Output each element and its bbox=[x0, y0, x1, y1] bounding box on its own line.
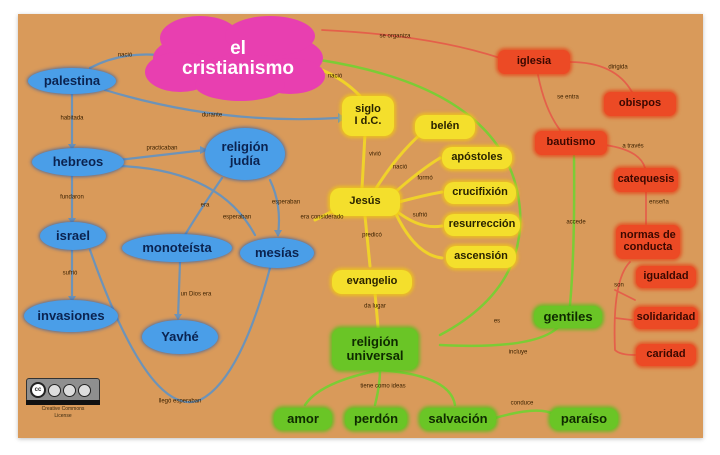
cc-icon: cc bbox=[30, 382, 46, 398]
node-paraiso: paraíso bbox=[550, 408, 618, 430]
node-salvacion: salvación bbox=[420, 408, 496, 430]
edge-label: predicó bbox=[362, 232, 382, 239]
edge-label: era bbox=[200, 202, 210, 209]
edge-israel-mesias bbox=[88, 248, 272, 404]
node-evangelio: evangelio bbox=[332, 270, 412, 294]
edge-label: fundaron bbox=[60, 194, 84, 201]
edge-label: conduce bbox=[510, 400, 534, 407]
creative-commons-badge[interactable]: cc bbox=[26, 378, 100, 402]
node-monoteista: monoteísta bbox=[122, 234, 232, 262]
edge-palestina-siglo bbox=[103, 88, 340, 121]
node-israel: israel bbox=[40, 222, 106, 250]
node-caridad: caridad bbox=[636, 344, 696, 366]
edge-hebreos-mesias bbox=[118, 164, 257, 237]
node-igualdad: igualdad bbox=[636, 266, 696, 288]
node-hebreos: hebreos bbox=[32, 148, 124, 176]
node-obispos: obispos bbox=[604, 92, 676, 116]
edge-judia-monoteista bbox=[183, 176, 224, 237]
edge-label: vivió bbox=[368, 151, 382, 158]
node-palestina: palestina bbox=[28, 68, 116, 94]
edge-label: accede bbox=[566, 219, 586, 226]
node-invasiones: invasiones bbox=[24, 300, 118, 332]
edge-label: nació bbox=[392, 164, 408, 171]
edge-label: nació bbox=[327, 73, 343, 80]
edge-label: llegó esperaban bbox=[158, 398, 202, 405]
edge-hebreos-judia bbox=[116, 148, 207, 162]
node-belen: belén bbox=[415, 115, 475, 139]
edge-label: era considerado bbox=[300, 214, 344, 221]
edge-label: un Dios era bbox=[180, 291, 212, 298]
edge-label: tiene como ideas bbox=[360, 383, 406, 390]
node-apostoles: apóstoles bbox=[442, 147, 512, 169]
noncommercial-icon bbox=[63, 383, 76, 397]
node-amor: amor bbox=[274, 408, 332, 430]
edge-label: son bbox=[614, 282, 624, 289]
edge-monoteista-yavhe bbox=[176, 260, 182, 320]
edge-label: esperaban bbox=[222, 214, 252, 221]
edge-central-palestina bbox=[88, 53, 160, 70]
by-attribution-icon bbox=[48, 383, 61, 397]
node-iglesia: iglesia bbox=[498, 50, 570, 74]
node-ascension: ascensión bbox=[446, 246, 516, 268]
node-perdon: perdón bbox=[345, 408, 407, 430]
edge-label: dirigida bbox=[608, 64, 628, 71]
edge-label: a través bbox=[622, 143, 644, 150]
node-catequesis: catequesis bbox=[614, 168, 678, 192]
cc-license-bar bbox=[26, 400, 100, 405]
node-mesias: mesías bbox=[240, 238, 314, 268]
sharealike-icon bbox=[78, 383, 91, 397]
node-resurreccion: resurrección bbox=[444, 214, 520, 236]
edge-label: sufrió bbox=[412, 212, 428, 219]
node-bautismo: bautismo bbox=[535, 131, 607, 155]
node-crucifixion: crucifixión bbox=[444, 182, 516, 204]
edge-label: nació bbox=[117, 52, 133, 59]
edge-label: esperaban bbox=[271, 199, 301, 206]
edge-label: practicaban bbox=[146, 145, 178, 152]
cc-license-text: Creative Commons License bbox=[41, 406, 85, 419]
node-yavhe: Yavhé bbox=[142, 320, 218, 354]
node-religion-universal: religión universal bbox=[332, 328, 418, 370]
edge-label: se organiza bbox=[379, 33, 411, 40]
node-gentiles: gentiles bbox=[534, 306, 602, 328]
edge-judia-mesias bbox=[268, 178, 281, 237]
node-el-cristianismo: el cristianismo bbox=[182, 38, 294, 79]
edge-label: habitada bbox=[60, 115, 84, 122]
node-solidaridad: solidaridad bbox=[634, 307, 698, 329]
edge-label: durante bbox=[201, 112, 223, 119]
node-jesus: Jesús bbox=[330, 188, 400, 216]
edge-label: se entra bbox=[557, 94, 579, 101]
node-religion-judia: religión judía bbox=[205, 128, 285, 180]
edge-label: enseña bbox=[649, 199, 669, 206]
central-cloud bbox=[145, 16, 325, 101]
edge-label: incluye bbox=[508, 349, 528, 356]
node-siglo-i: siglo I d.C. bbox=[342, 96, 394, 136]
edge-label: formó bbox=[417, 175, 433, 182]
edge-label: sufrió bbox=[62, 270, 78, 277]
node-normas-de-conducta: normas de conducta bbox=[616, 225, 680, 259]
edge-label: da lugar bbox=[364, 303, 386, 310]
edge-label: es bbox=[493, 318, 501, 325]
